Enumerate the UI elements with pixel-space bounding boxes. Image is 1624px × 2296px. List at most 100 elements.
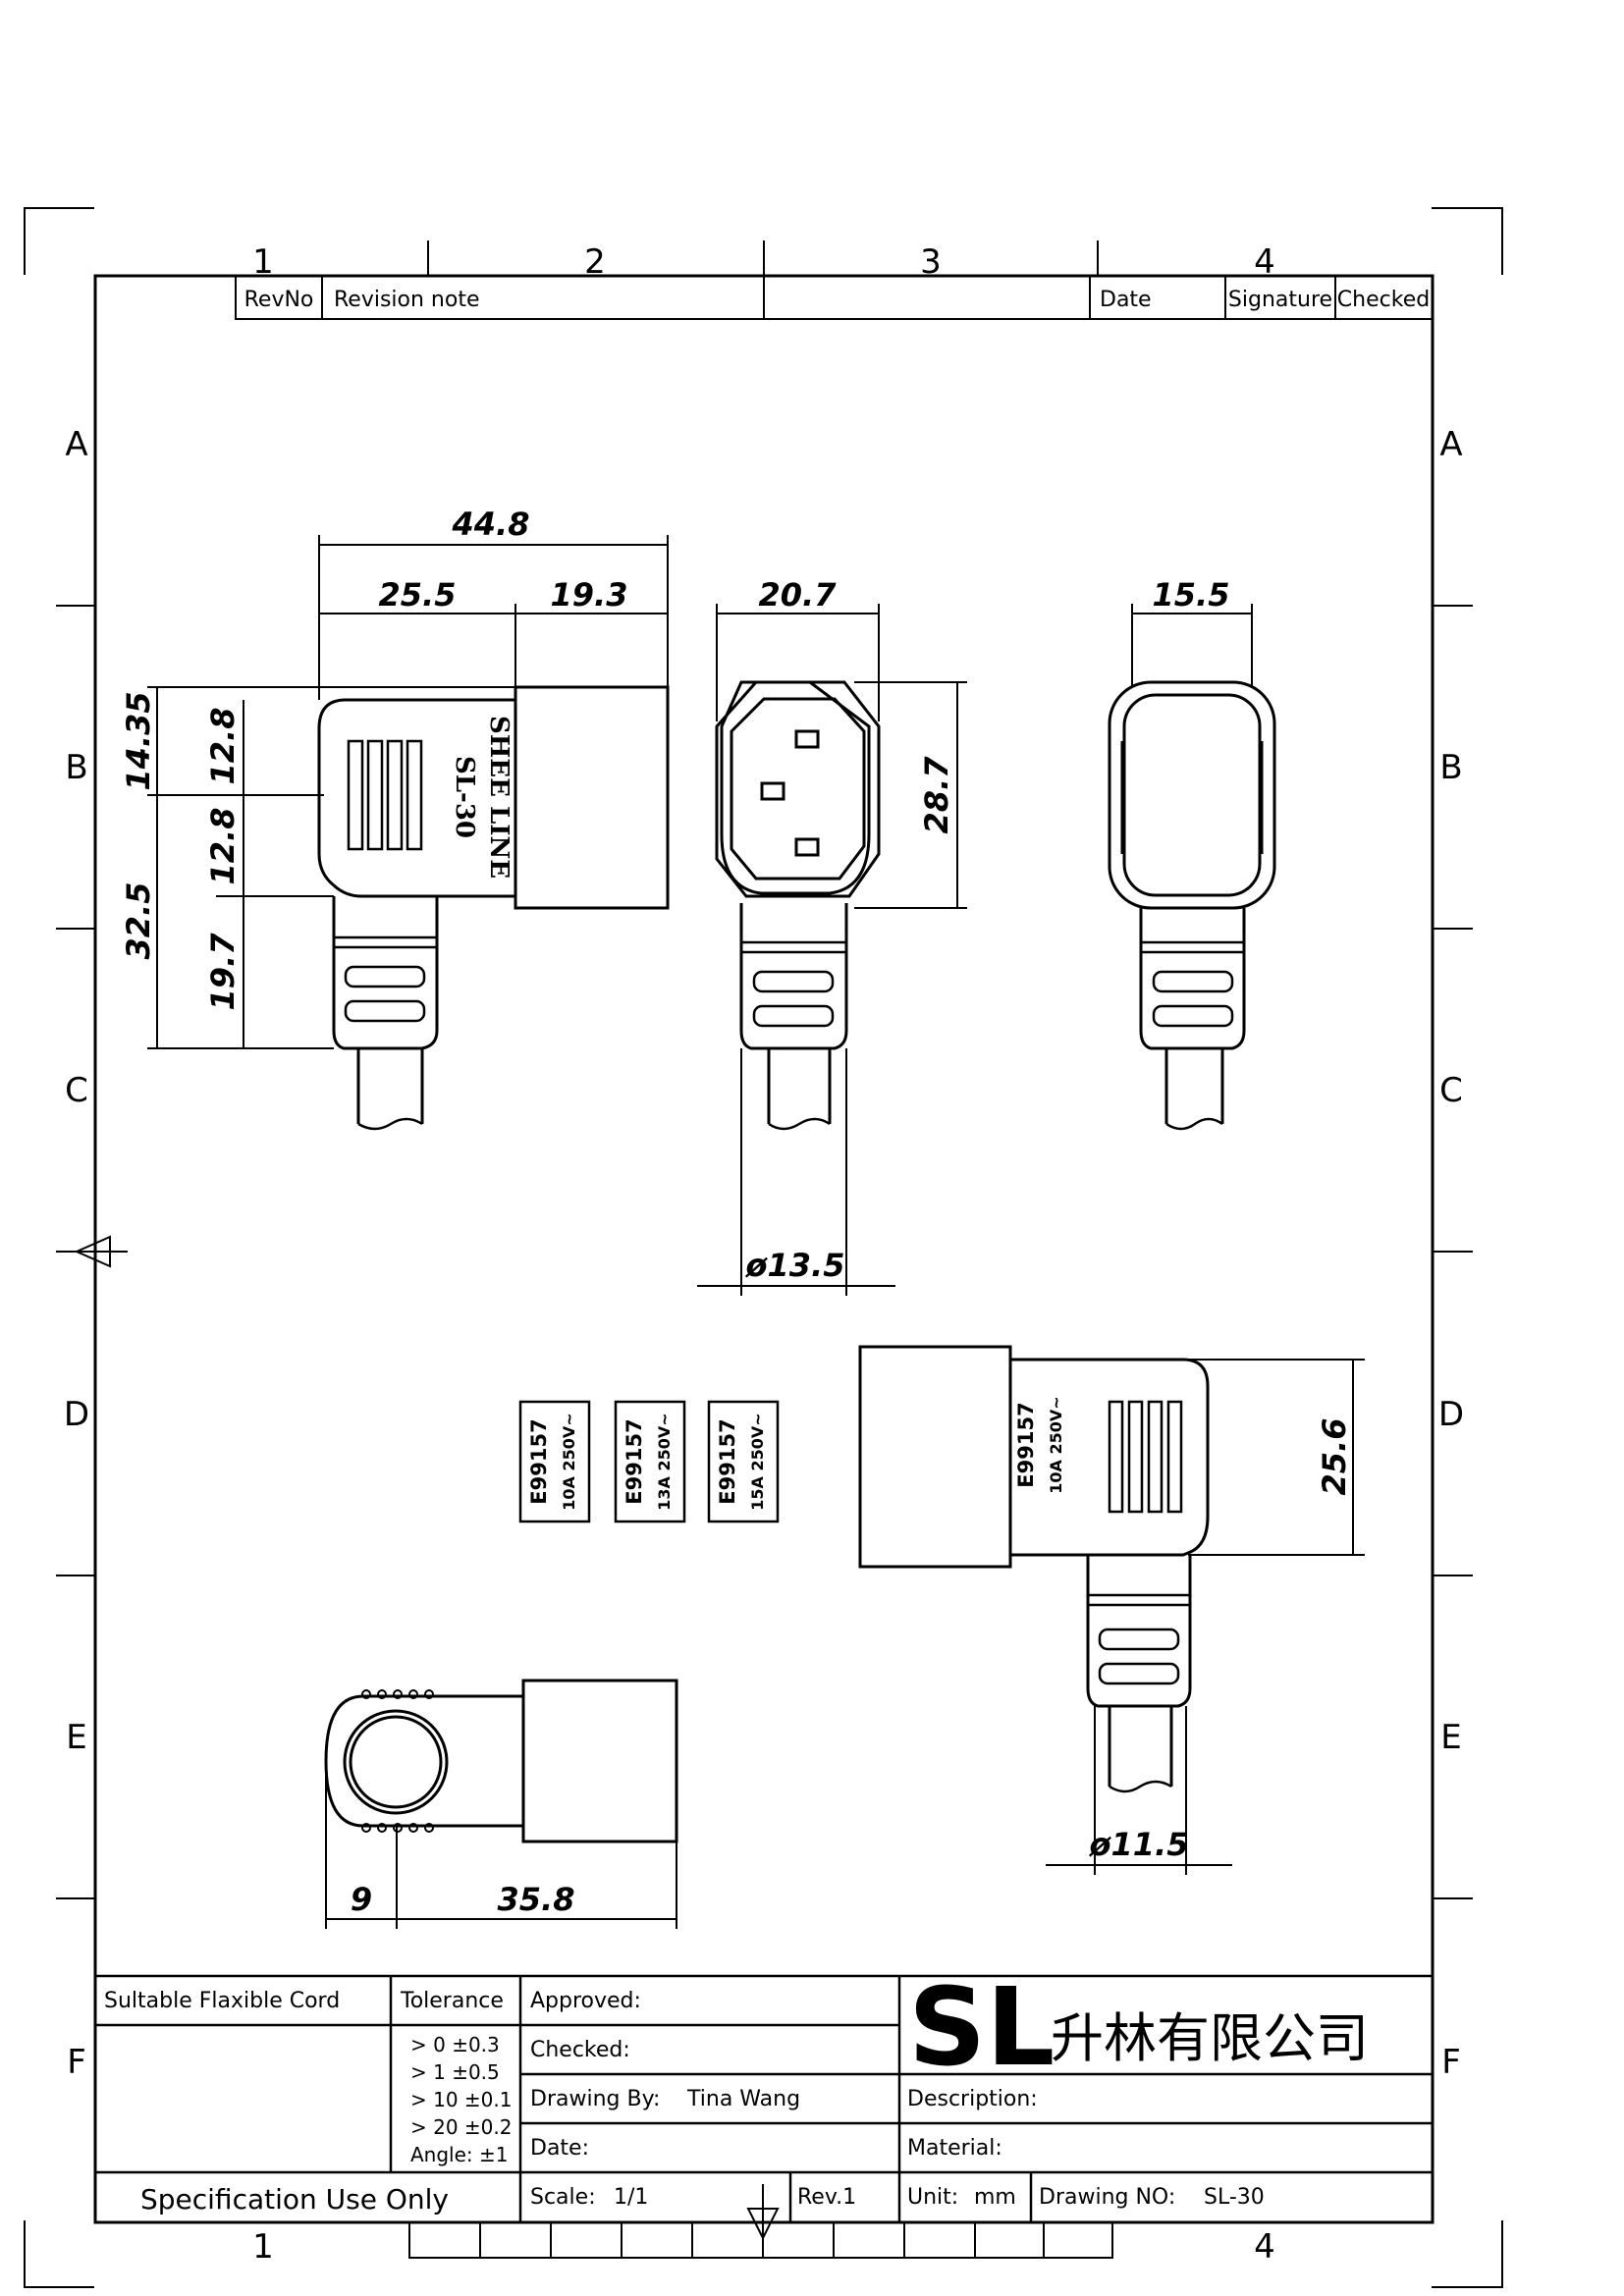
drawing-by-label: Drawing By:	[530, 2087, 660, 2111]
title-block: Sultable Flaxible Cord Tolerance > 0 ±0.…	[95, 1964, 1433, 2259]
tolerance-angle: Angle: ±1	[410, 2143, 509, 2166]
unit-value: mm	[974, 2185, 1016, 2210]
zone-col-1: 1	[252, 242, 274, 282]
drawing-no-value: SL-30	[1204, 2185, 1265, 2210]
zone-row-f: F	[67, 2043, 86, 2082]
socket-inner	[730, 697, 866, 881]
rating-cert-1: E99157	[527, 1418, 551, 1504]
dim-front-height: 28.7	[918, 756, 955, 834]
date-label: Date:	[530, 2136, 589, 2161]
spec-note: Specification Use Only	[140, 2183, 449, 2216]
approved-label: Approved:	[530, 1989, 641, 2013]
side-rating-value: 10A 250V~	[1047, 1396, 1065, 1493]
dimension-lines-rear	[1131, 604, 1253, 687]
pin-live	[760, 781, 785, 801]
unit-label: Unit:	[907, 2185, 958, 2210]
date-header: Date	[1100, 288, 1152, 312]
rating-labels: E99157 10A 250V~ E99157 13A 250V~ E99157…	[518, 1400, 780, 1523]
drawing-no-label: Drawing NO:	[1039, 2185, 1175, 2210]
dim-lower-body: 12.8	[204, 808, 242, 885]
dim-front-width: 20.7	[759, 576, 838, 614]
crop-marks	[24, 207, 1503, 2288]
dimension-labels-side: 44.8 25.5 19.3 14.35 12.8 12.8 32.5 19.7	[120, 506, 627, 1010]
zone-row-a-right: A	[1439, 425, 1462, 464]
dim-back-width: 15.5	[1153, 576, 1230, 614]
rating-cert-2: E99157	[623, 1418, 646, 1504]
revision-value: Rev.1	[797, 2185, 856, 2210]
zone-col-3: 3	[920, 242, 942, 282]
dimension-labels-bottom: 9 35.8	[351, 1881, 575, 1918]
model-text: SL-30	[450, 756, 479, 838]
brand-text: SHEE LINE	[484, 716, 514, 879]
zone-row-c-right: C	[1439, 1071, 1463, 1110]
dim-side-height: 25.6	[1316, 1418, 1353, 1496]
tolerance-1: > 1 ±0.5	[410, 2060, 500, 2084]
rating-cert-3: E99157	[716, 1418, 739, 1504]
zone-row-d: D	[64, 1395, 89, 1434]
dimension-lines-side	[147, 535, 669, 1049]
revision-table: RevNo Revision note Date Signature Check…	[235, 276, 1433, 320]
cable-end-inner	[349, 1715, 443, 1809]
zone-row-a: A	[65, 425, 87, 464]
checked-header: Checked	[1337, 288, 1430, 312]
dim-cable-dia-front: ø13.5	[745, 1247, 845, 1284]
material-label: Material:	[907, 2136, 1002, 2161]
scale-value: 1/1	[614, 2185, 648, 2210]
zone-row-b-right: B	[1439, 748, 1462, 787]
connector-body	[514, 685, 670, 910]
dimension-lines-rotated	[1046, 1359, 1365, 1875]
dim-upper-height: 14.35	[120, 691, 157, 790]
description-label: Description:	[907, 2087, 1038, 2111]
dim-bottom-body: 35.8	[498, 1881, 575, 1918]
tolerance-0: > 0 ±0.3	[410, 2033, 500, 2056]
zone-col-4-bottom: 4	[1254, 2227, 1275, 2267]
tolerance-3: > 20 ±0.2	[410, 2115, 513, 2139]
bottom-strip	[408, 2184, 1113, 2259]
rotated-side-view	[858, 1345, 1210, 1793]
rating-value-3: 15A 250V~	[748, 1413, 767, 1510]
signature-header: Signature	[1228, 288, 1332, 312]
pin-earth	[794, 729, 820, 749]
grip-ribs	[347, 739, 423, 851]
scale-label: Scale:	[530, 2185, 596, 2210]
dimension-labels-front: 20.7 28.7 ø13.5	[745, 576, 955, 1284]
zone-labels: 1 2 3 4 1 4 A B C D E F A B C D E F	[64, 242, 1464, 2267]
cord-label: Sultable Flaxible Cord	[104, 1989, 340, 2013]
rev-no-header: RevNo	[244, 288, 314, 312]
dim-body-width: 25.5	[379, 576, 457, 614]
strain-relief	[332, 896, 439, 1050]
bottom-view	[324, 1679, 678, 1843]
dimension-labels-rotated: 25.6 ø11.5	[1089, 1418, 1353, 1863]
plug-body-outline	[317, 698, 517, 898]
zone-row-f-right: F	[1441, 2043, 1461, 2082]
zone-col-2: 2	[584, 242, 606, 282]
zone-row-e: E	[66, 1718, 86, 1757]
dim-lower-total: 32.5	[120, 882, 157, 960]
revision-note-header: Revision note	[334, 288, 480, 312]
drawing-frame	[56, 240, 1473, 2224]
zone-row-c: C	[65, 1071, 88, 1110]
dimension-lines-bottom	[325, 1762, 677, 1929]
side-rating-cert: E99157	[1014, 1402, 1038, 1487]
company-logo: SL	[908, 1964, 1055, 2090]
dim-connector-width: 19.3	[551, 576, 628, 614]
dim-bottom-head: 9	[351, 1881, 372, 1918]
pin-neutral	[794, 837, 820, 857]
rating-value-1: 10A 250V~	[560, 1413, 578, 1510]
dim-cable-dia-side: ø11.5	[1089, 1826, 1189, 1863]
zone-col-4: 4	[1254, 242, 1275, 282]
dimension-lines-front	[697, 604, 967, 1296]
front-view	[715, 680, 881, 1131]
drawing-by-value: Tina Wang	[686, 2087, 800, 2111]
side-rating-label: E99157 10A 250V~	[1014, 1396, 1065, 1493]
dim-strain-relief: 19.7	[204, 933, 242, 1011]
checked-label: Checked:	[530, 2038, 630, 2062]
zone-row-e-right: E	[1440, 1718, 1461, 1757]
rear-view	[1108, 680, 1276, 1131]
cable-end-outer	[343, 1709, 449, 1815]
dim-upper-body: 12.8	[204, 708, 242, 785]
zone-row-d-right: D	[1438, 1395, 1464, 1434]
tolerance-label: Tolerance	[400, 1989, 504, 2013]
zone-row-b: B	[65, 748, 87, 787]
